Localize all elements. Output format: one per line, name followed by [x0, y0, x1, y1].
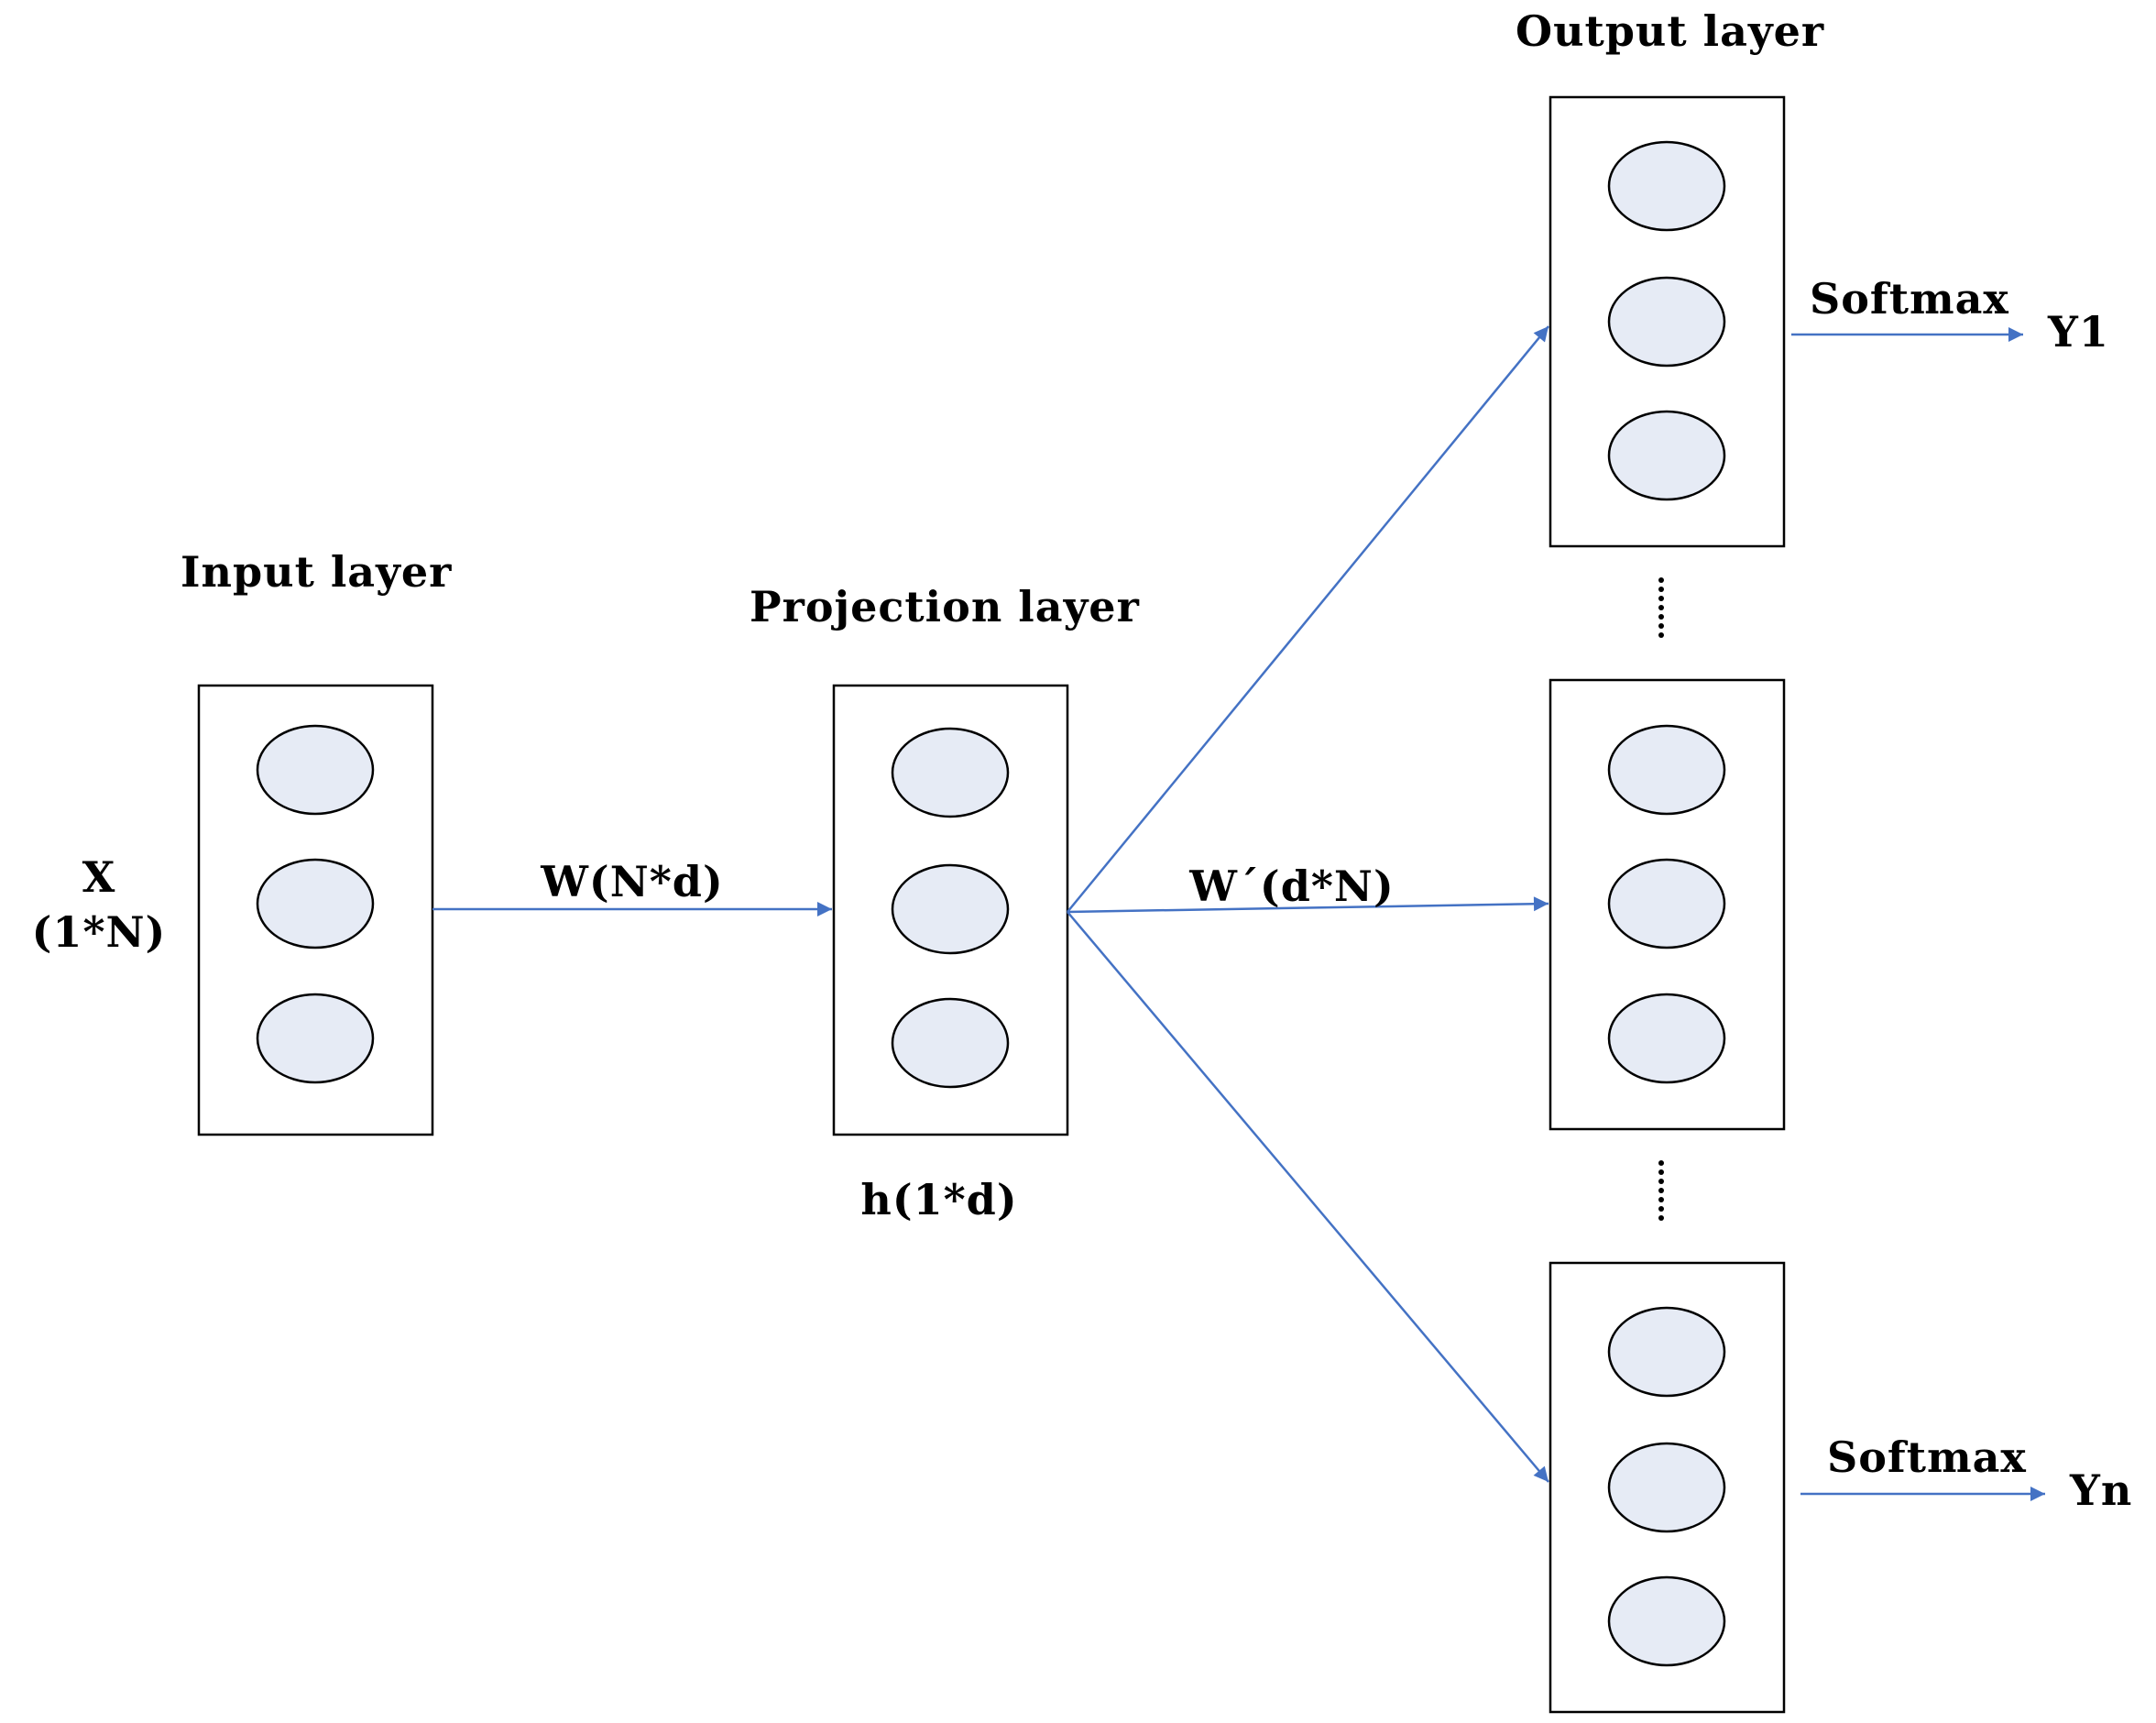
- projection-node-1: [891, 727, 1010, 818]
- yn-label: Yn: [2069, 1465, 2132, 1515]
- output-bottom-node-2: [1607, 1442, 1726, 1533]
- input-shape-label: (1*N): [32, 907, 167, 957]
- output-top-node-2: [1607, 276, 1726, 368]
- output-middle-node-1: [1607, 724, 1726, 816]
- input-node-2: [256, 858, 375, 949]
- weight-out-label: W´(d*N): [1188, 862, 1394, 911]
- output-layer-title: Output layer: [1516, 6, 1824, 56]
- output-top-node-1: [1607, 140, 1726, 232]
- output-layer-top: [1549, 95, 1786, 548]
- output-middle-node-3: [1607, 993, 1726, 1084]
- softmax-bottom-label: Softmax: [1827, 1432, 2027, 1482]
- y1-label: Y1: [2047, 307, 2109, 357]
- output-bottom-node-3: [1607, 1575, 1726, 1667]
- ellipsis-dots-upper: [1658, 577, 1664, 638]
- arrow-projection-to-output-middle: [1067, 896, 1549, 914]
- projection-layer: [832, 684, 1069, 1136]
- input-layer: [197, 684, 434, 1136]
- output-layer-bottom: [1549, 1261, 1786, 1714]
- output-layer-middle: [1549, 678, 1786, 1131]
- output-top-node-3: [1607, 410, 1726, 501]
- input-layer-title: Input layer: [181, 547, 452, 597]
- output-bottom-node-1: [1607, 1306, 1726, 1398]
- input-x-label: X: [82, 852, 116, 902]
- input-node-3: [256, 993, 375, 1084]
- projection-node-2: [891, 863, 1010, 955]
- arrow-projection-to-output-bottom: [1067, 911, 1549, 1483]
- projection-node-3: [891, 997, 1010, 1089]
- projection-layer-title: Projection layer: [750, 582, 1140, 631]
- weight-in-label: W(N*d): [540, 857, 723, 906]
- input-node-1: [256, 724, 375, 816]
- arrow-projection-to-output-top: [1067, 325, 1549, 913]
- output-middle-node-2: [1607, 858, 1726, 949]
- hidden-shape-label: h(1*d): [860, 1175, 1017, 1224]
- ellipsis-dots-lower: [1658, 1160, 1664, 1221]
- softmax-top-label: Softmax: [1810, 274, 2009, 324]
